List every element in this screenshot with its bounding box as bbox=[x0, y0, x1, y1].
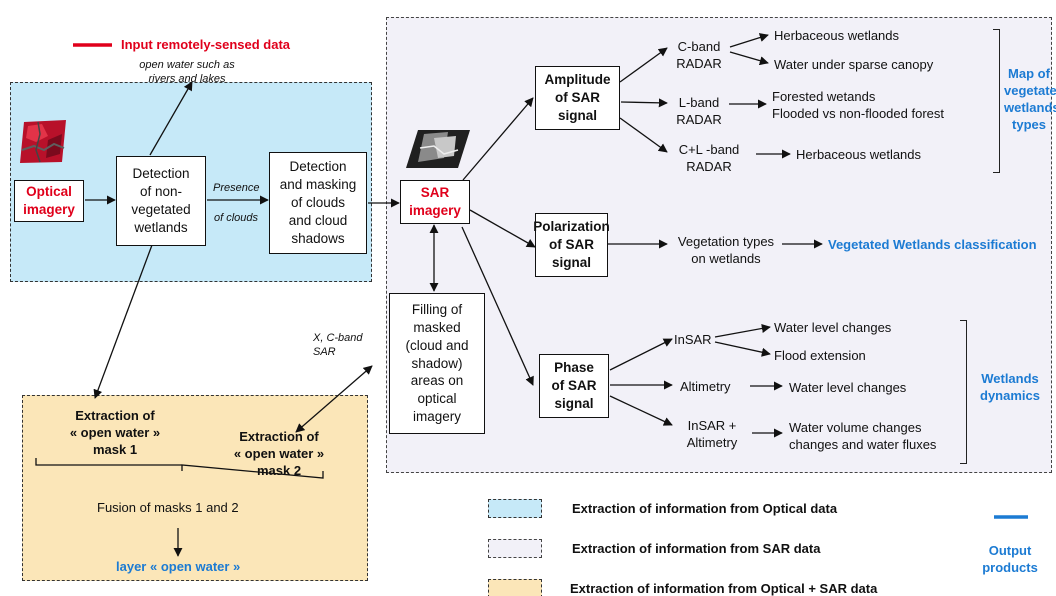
open-water-mask-1: Extraction of « open water » mask 1 bbox=[69, 408, 161, 457]
map-vegetated-wetlands-types: Map of vegetated wetlands types bbox=[1004, 66, 1056, 132]
cloud-masking-box: Detection and masking of clouds and clou… bbox=[269, 152, 367, 254]
herbaceous-wetlands-1: Herbaceous wetlands bbox=[774, 28, 900, 43]
legend-swatch-sar bbox=[488, 539, 542, 558]
of-clouds-label: of clouds bbox=[214, 212, 259, 224]
legend-sar-label: Extraction of information from SAR data bbox=[572, 541, 821, 556]
amplitude-box: Amplitude of SAR signal bbox=[535, 66, 620, 130]
filling-box: Filling of masked (cloud and shadow) are… bbox=[389, 293, 485, 434]
open-water-mask-2: Extraction of « open water » mask 2 bbox=[233, 429, 325, 478]
herbaceous-wetlands-2: Herbaceous wetlands bbox=[796, 147, 922, 162]
altimetry-label: Altimetry bbox=[680, 379, 731, 394]
insar-altimetry-label: InSAR + Altimetry bbox=[686, 418, 738, 450]
phase-box: Phase of SAR signal bbox=[539, 354, 609, 418]
clband-label: C+L -band RADAR bbox=[678, 142, 740, 174]
water-level-changes-1: Water level changes bbox=[774, 320, 892, 335]
vegetated-wetlands-classification: Vegetated Wetlands classification bbox=[828, 237, 1037, 252]
map-types-brace bbox=[993, 29, 1000, 173]
open-water-note: open water such as rivers and lakes bbox=[139, 59, 235, 86]
flood-extension: Flood extension bbox=[774, 348, 866, 363]
water-level-changes-2: Water level changes bbox=[789, 380, 907, 395]
optical-imagery-box: Optical imagery bbox=[14, 180, 84, 222]
forested-wetlands: Forested wetands Flooded vs non-flooded … bbox=[772, 89, 944, 121]
sar-region bbox=[386, 17, 1052, 473]
legend-optical-label: Extraction of information from Optical d… bbox=[572, 501, 838, 516]
detection-non-vegetated-box: Detection of non- vegetated wetlands bbox=[116, 156, 206, 246]
xc-band-sar-label: X, C-band SAR bbox=[313, 332, 363, 359]
legend-output-products: Output products bbox=[982, 543, 1038, 575]
legend-swatch-optical bbox=[488, 499, 542, 518]
lband-label: L-band RADAR bbox=[676, 95, 722, 127]
insar-label: InSAR bbox=[674, 332, 712, 347]
water-volume-changes: Water volume changes changes and water f… bbox=[789, 420, 937, 452]
dynamics-brace bbox=[960, 320, 967, 464]
cband-label: C-band RADAR bbox=[676, 39, 722, 71]
polarization-box: Polarization of SAR signal bbox=[533, 213, 610, 277]
sar-thumbnail bbox=[406, 130, 470, 168]
wetlands-dynamics: Wetlands dynamics bbox=[980, 371, 1040, 403]
water-sparse-canopy: Water under sparse canopy bbox=[774, 57, 934, 72]
legend-swatch-optical-sar bbox=[488, 579, 542, 596]
optical-thumbnail bbox=[20, 120, 66, 163]
legend-optical-sar-label: Extraction of information from Optical +… bbox=[570, 581, 878, 596]
input-data-legend-label: Input remotely-sensed data bbox=[121, 37, 291, 52]
open-water-layer: layer « open water » bbox=[116, 559, 241, 574]
vegetation-types-label: Vegetation types on wetlands bbox=[677, 234, 775, 266]
presence-label: Presence bbox=[213, 182, 260, 194]
sar-imagery-box: SAR imagery bbox=[400, 180, 470, 224]
fusion-of-masks-label: Fusion of masks 1 and 2 bbox=[97, 500, 239, 515]
